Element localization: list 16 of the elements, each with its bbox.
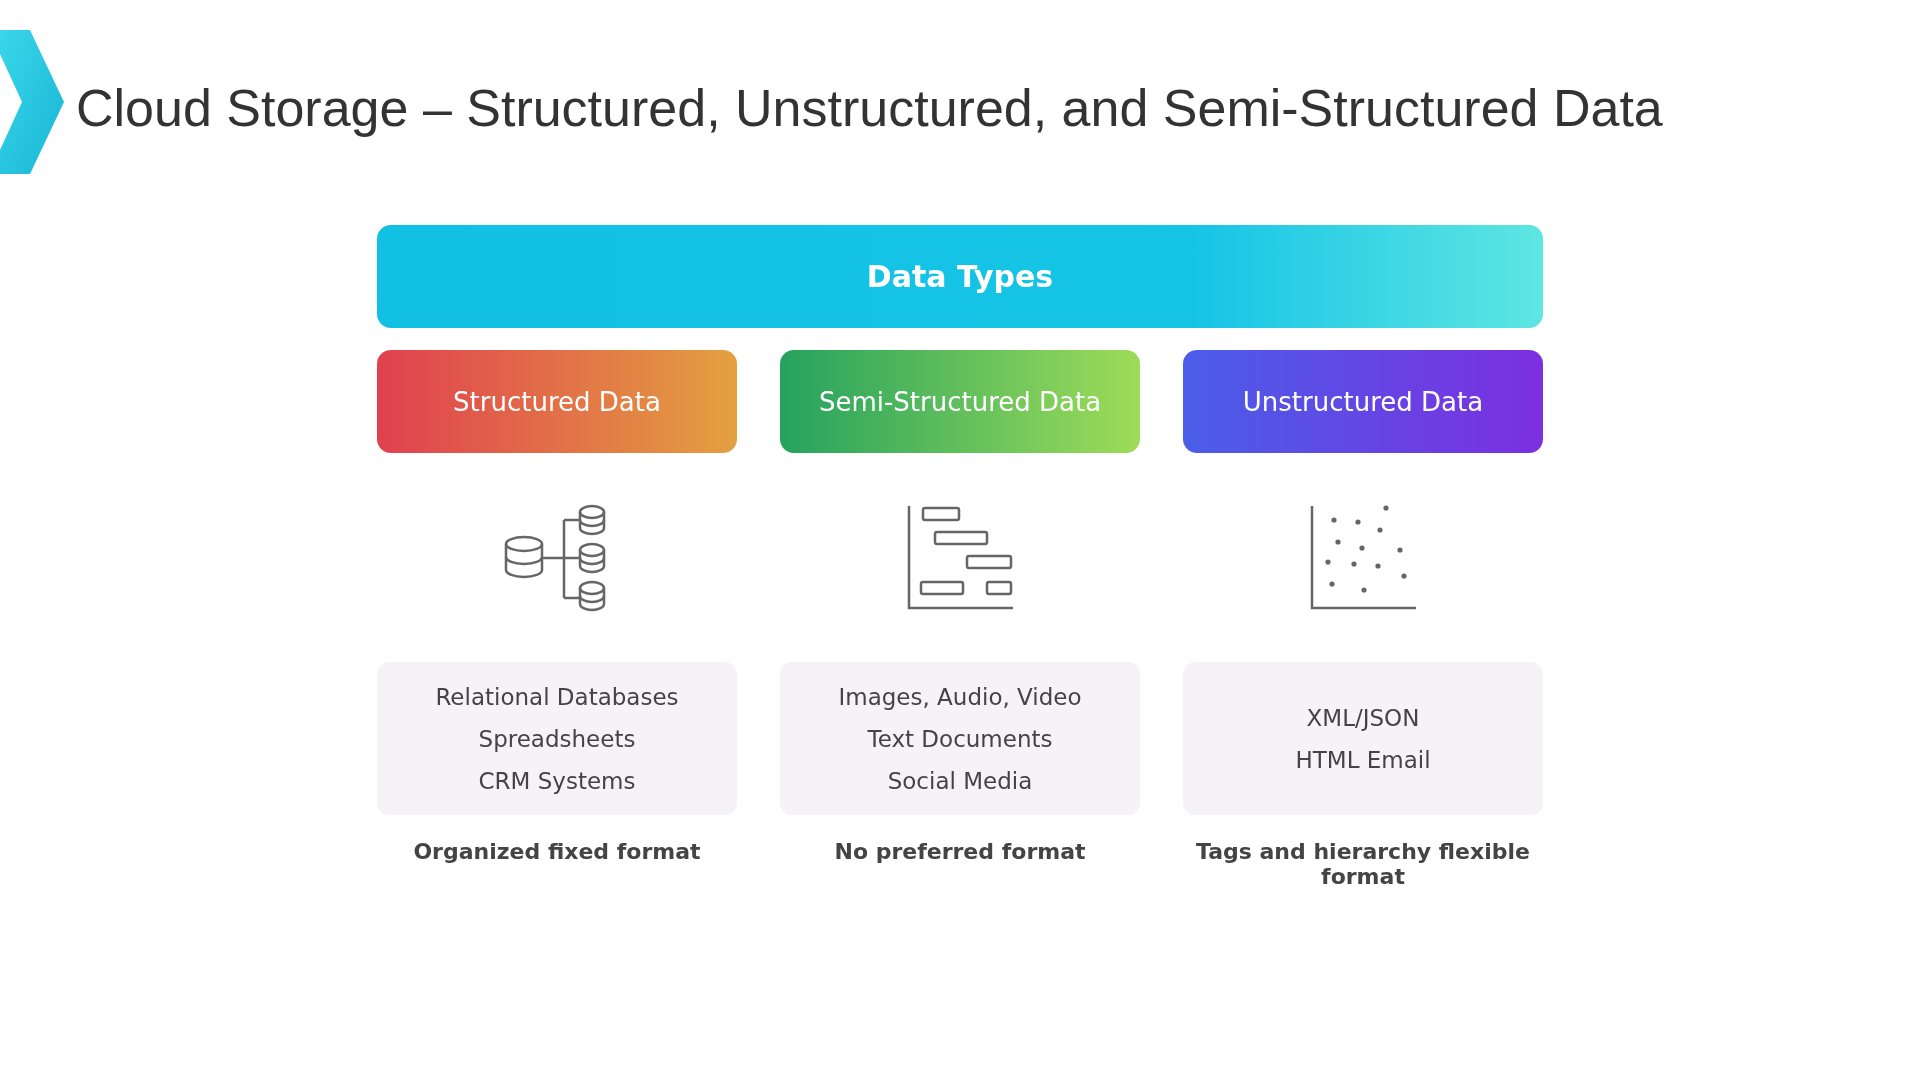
category-box: Structured Data [377,350,737,453]
format-caption: Organized fixed format [412,839,702,864]
category-box: Semi-Structured Data [780,350,1140,453]
example-item: Spreadsheets [478,725,636,752]
example-item: Relational Databases [435,683,679,710]
example-item: Text Documents [867,725,1053,752]
category-box: Unstructured Data [1183,350,1543,453]
example-item: XML/JSON [1306,704,1420,731]
slide-title: Cloud Storage – Structured, Unstructured, and Semi-Structured Data [76,78,1663,138]
format-caption: Tags and hierarchy flexible format [1195,839,1531,889]
example-item: CRM Systems [478,767,636,794]
example-item: HTML Email [1295,746,1431,773]
format-caption: No preferred format [833,839,1087,864]
example-item: Images, Audio, Video [838,683,1082,710]
header-banner: Data Types [377,225,1543,328]
example-item: Social Media [887,767,1033,794]
